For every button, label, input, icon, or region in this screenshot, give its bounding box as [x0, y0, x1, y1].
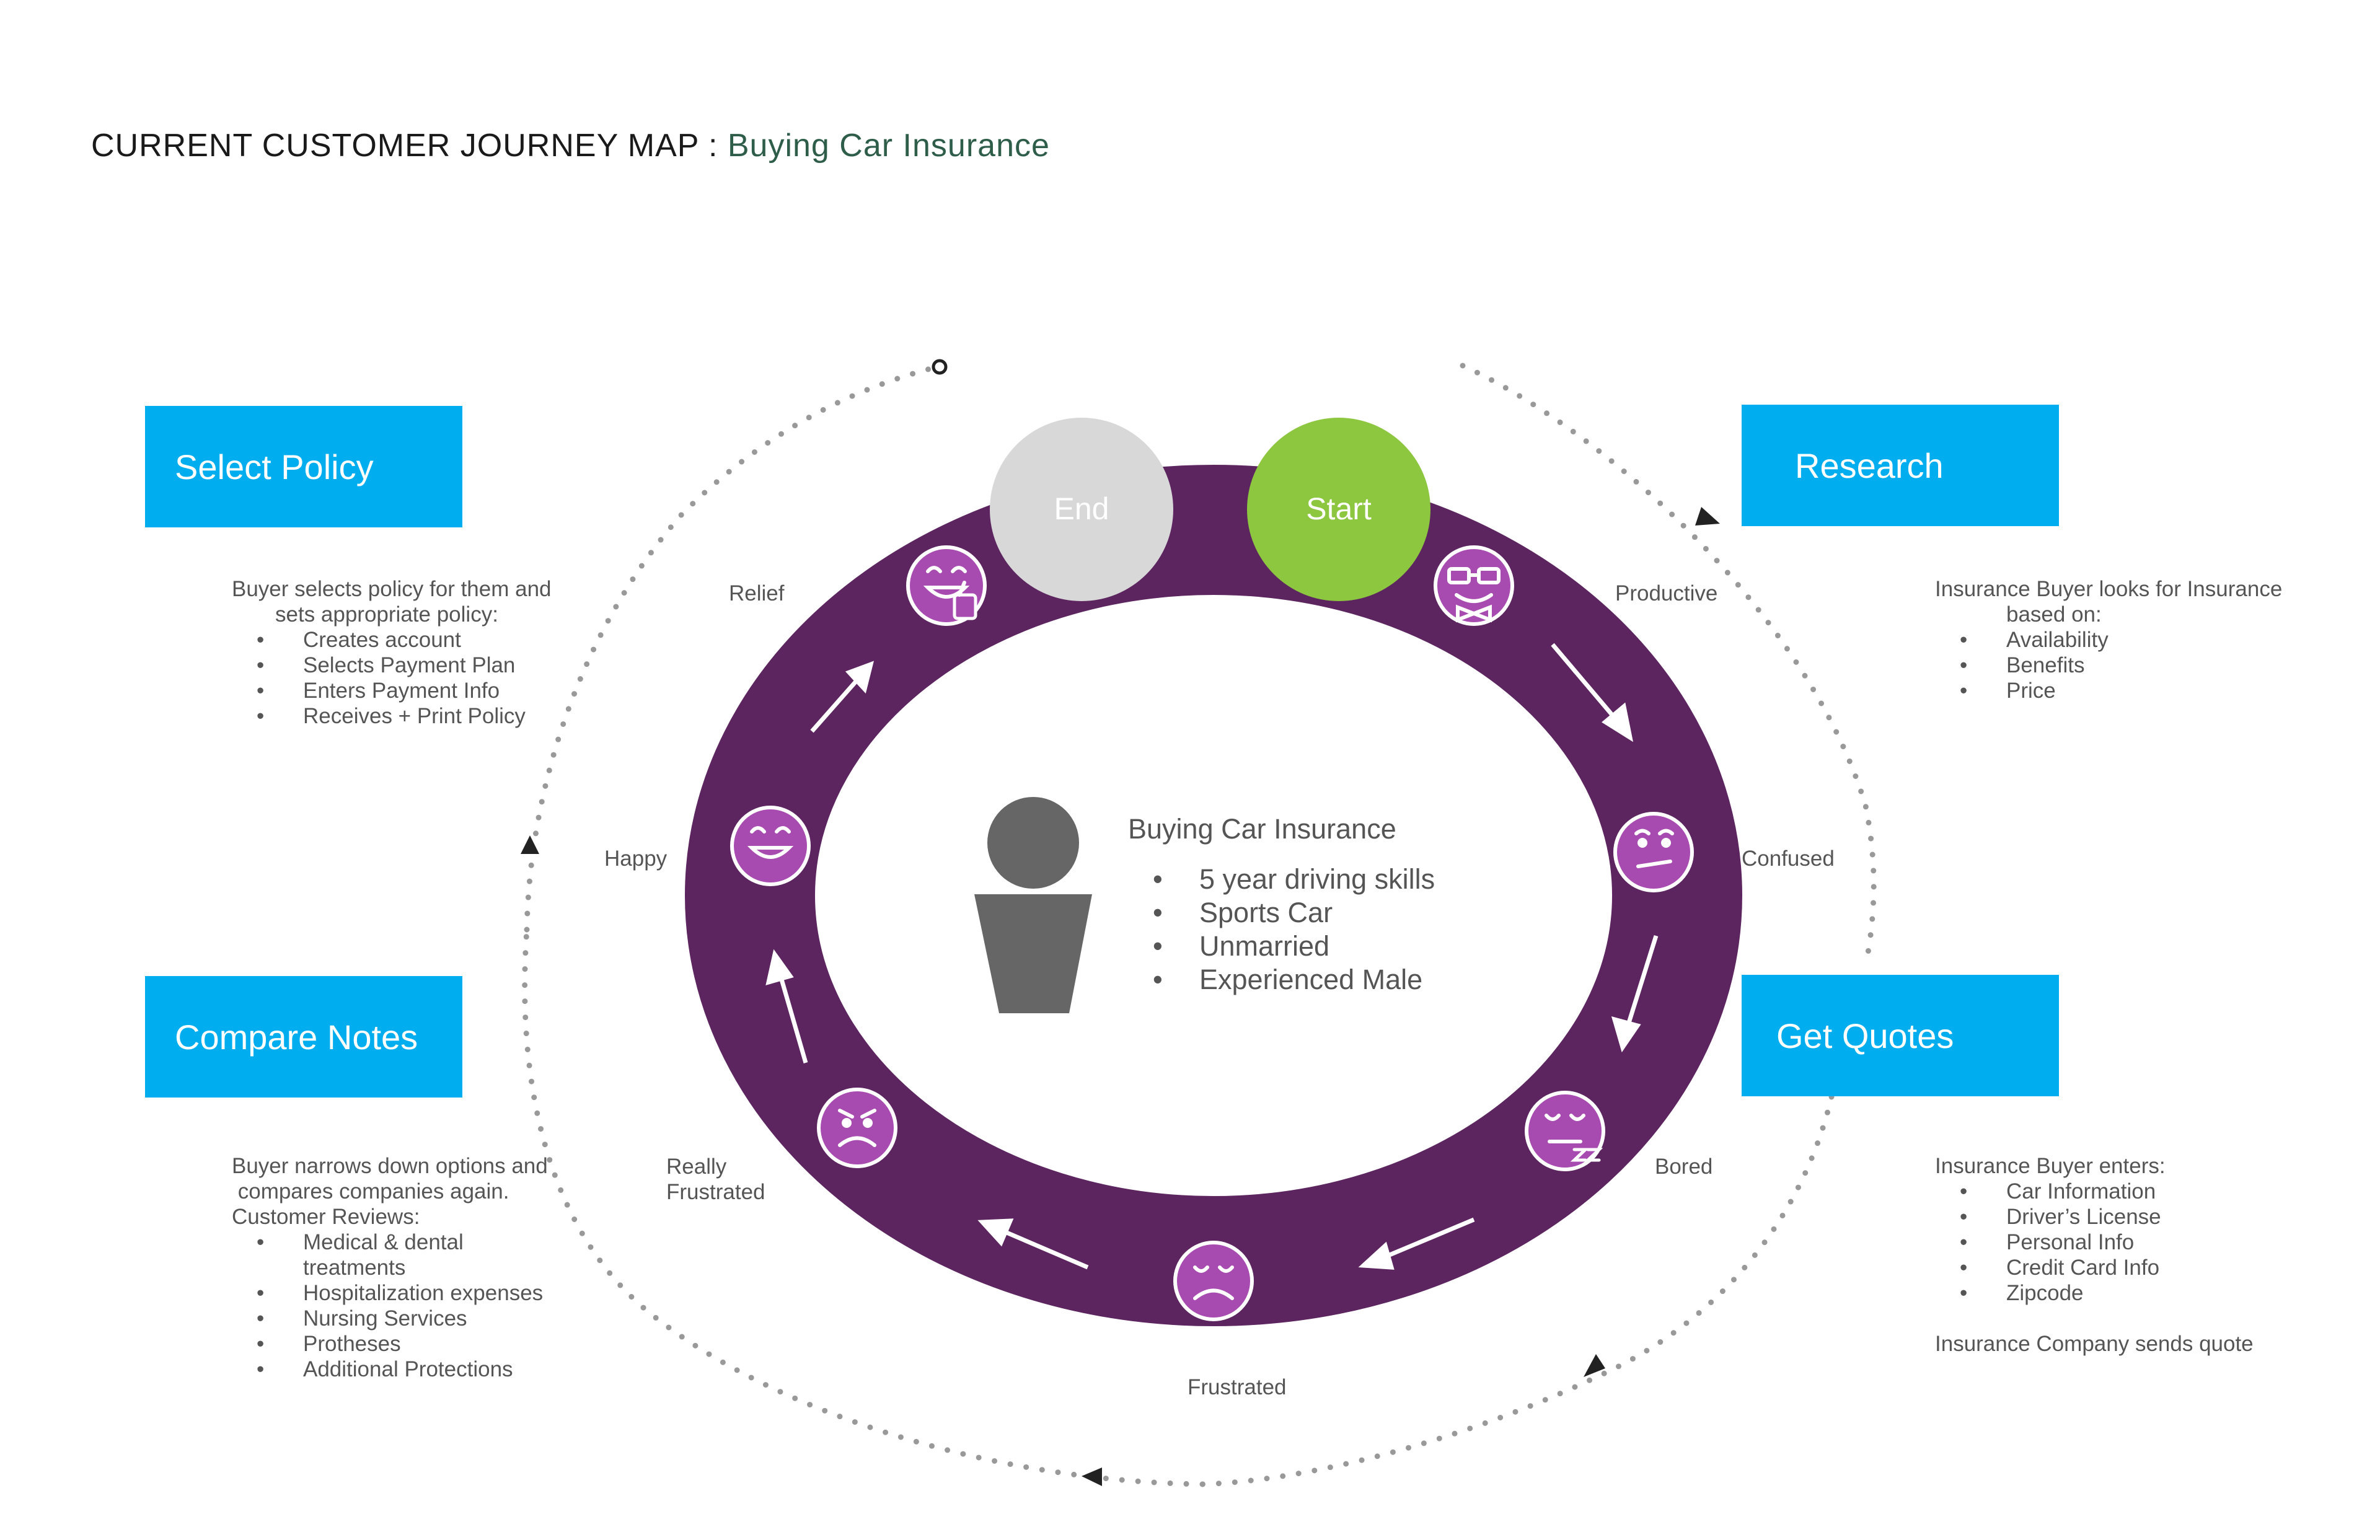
research-intro-line: based on:: [2006, 602, 2102, 627]
arrow-confused-bored: [1611, 935, 1659, 1053]
get-quotes-outro: Insurance Company sends quote: [1935, 1332, 2254, 1356]
get-quotes-item: Driver’s License: [1935, 1204, 2254, 1230]
select-policy-item: Receives + Print Policy: [232, 703, 552, 729]
compare-notes-item: Nursing Services: [232, 1306, 548, 1331]
select-policy-intro-line: Buyer selects policy for them and: [232, 577, 552, 601]
start-circle: [1247, 418, 1430, 601]
get-quotes-intro-line: Insurance Buyer enters:: [1935, 1154, 2166, 1178]
compare-notes-description: Buyer narrows down options and compares …: [232, 1153, 548, 1382]
compare-notes-item: Medical & dental: [232, 1230, 548, 1255]
emotion-label-confused: Confused: [1742, 847, 1835, 871]
select-policy-item: Enters Payment Info: [232, 678, 552, 703]
select-policy-description: Buyer selects policy for them and sets a…: [232, 576, 552, 729]
research-item: Availability: [1935, 627, 2282, 653]
arrow-bored-frustrated: [1358, 1217, 1475, 1270]
arrow-really-happy: [765, 949, 808, 1063]
persona-trait: 5 year driving skills: [1128, 863, 1435, 896]
stage-select-policy-label: Select Policy: [175, 447, 374, 486]
get-quotes-item: Credit Card Info: [1935, 1255, 2254, 1280]
emotion-label-productive: Productive: [1615, 581, 1718, 605]
end-circle: [990, 418, 1173, 601]
dotted-loop: [522, 363, 1877, 1487]
research-item: Benefits: [1935, 653, 2282, 678]
persona-trait: Sports Car: [1128, 896, 1435, 930]
persona-trait: Unmarried: [1128, 930, 1435, 963]
productive-face-icon: [1434, 545, 1514, 626]
bored-face-icon: [1525, 1091, 1605, 1171]
arrow-happy-relief: [810, 661, 875, 733]
emotion-label-really-frustrated: Really Frustrated: [666, 1154, 765, 1205]
loop-start-dot: [932, 359, 948, 375]
stage-compare-notes-label: Compare Notes: [175, 1017, 418, 1057]
dotted-path-compare: [522, 926, 1205, 1487]
research-intro-line: Insurance Buyer looks for Insurance: [1935, 577, 2283, 601]
research-description: Insurance Buyer looks for Insurance base…: [1935, 576, 2282, 703]
compare-notes-intro-line: Buyer narrows down options and: [232, 1154, 548, 1178]
emotion-label-happy: Happy: [604, 847, 668, 871]
dotted-arrowheads: [521, 507, 1720, 1486]
compare-notes-item: Protheses: [232, 1331, 548, 1357]
compare-notes-item: Additional Protections: [232, 1357, 548, 1382]
get-quotes-description: Insurance Buyer enters: Car Information …: [1935, 1153, 2254, 1357]
arrowhead-research: [1695, 507, 1720, 526]
relief-face-icon: [906, 545, 987, 626]
emotion-label-bored: Bored: [1655, 1155, 1713, 1179]
compare-notes-item: Hospitalization expenses: [232, 1280, 548, 1306]
emotion-label-relief: Relief: [729, 581, 785, 605]
confused-face-icon: [1613, 812, 1694, 892]
end-label: End: [1054, 491, 1109, 526]
emotion-label-really-frustrated-line: Frustrated: [666, 1180, 765, 1204]
title-sub: Buying Car Insurance: [727, 128, 1050, 164]
ring-arrows: [765, 643, 1659, 1270]
get-quotes-item: Zipcode: [1935, 1280, 2254, 1306]
happy-face-icon: [730, 806, 811, 886]
compare-notes-intro-line: Customer Reviews:: [232, 1205, 420, 1229]
emotion-label-frustrated: Frustrated: [1188, 1375, 1287, 1399]
persona-icon: [974, 797, 1092, 1013]
select-policy-intro-line: sets appropriate policy:: [275, 602, 498, 627]
title-main: CURRENT CUSTOMER JOURNEY MAP :: [91, 128, 728, 164]
research-item: Price: [1935, 678, 2282, 703]
dotted-path-quotes: [1199, 1094, 1835, 1487]
arrowhead-select: [521, 835, 539, 854]
really-frustrated-face-icon: [817, 1088, 897, 1168]
start-label: Start: [1306, 491, 1372, 526]
arrow-productive-confused: [1551, 643, 1634, 742]
compare-notes-intro-line: compares companies again.: [232, 1179, 509, 1203]
persona-trait: Experienced Male: [1128, 963, 1435, 997]
arrow-frustrated-really: [977, 1218, 1089, 1270]
stage-get-quotes-label: Get Quotes: [1776, 1016, 1954, 1055]
persona-title: Buying Car Insurance: [1128, 813, 1396, 845]
page-title: CURRENT CUSTOMER JOURNEY MAP : Buying Ca…: [91, 127, 1050, 164]
compare-notes-item-continued: treatments: [303, 1256, 406, 1280]
stage-research[interactable]: Research: [1742, 405, 2059, 526]
stage-research-label: Research: [1795, 446, 1944, 485]
stage-get-quotes[interactable]: Get Quotes: [1742, 975, 2059, 1096]
arrowhead-quotes: [1584, 1354, 1605, 1377]
select-policy-item: Selects Payment Plan: [232, 653, 552, 678]
emotion-label-really-frustrated-line: Really: [666, 1155, 727, 1179]
stage-compare-notes[interactable]: Compare Notes: [145, 976, 462, 1098]
stage-select-policy[interactable]: Select Policy: [145, 406, 462, 527]
persona-traits: 5 year driving skills Sports Car Unmarri…: [1128, 863, 1435, 997]
get-quotes-item: Car Information: [1935, 1179, 2254, 1204]
frustrated-face-icon: [1173, 1241, 1254, 1321]
get-quotes-item: Personal Info: [1935, 1230, 2254, 1255]
arrowhead-compare: [1082, 1467, 1102, 1486]
select-policy-item: Creates account: [232, 627, 552, 653]
